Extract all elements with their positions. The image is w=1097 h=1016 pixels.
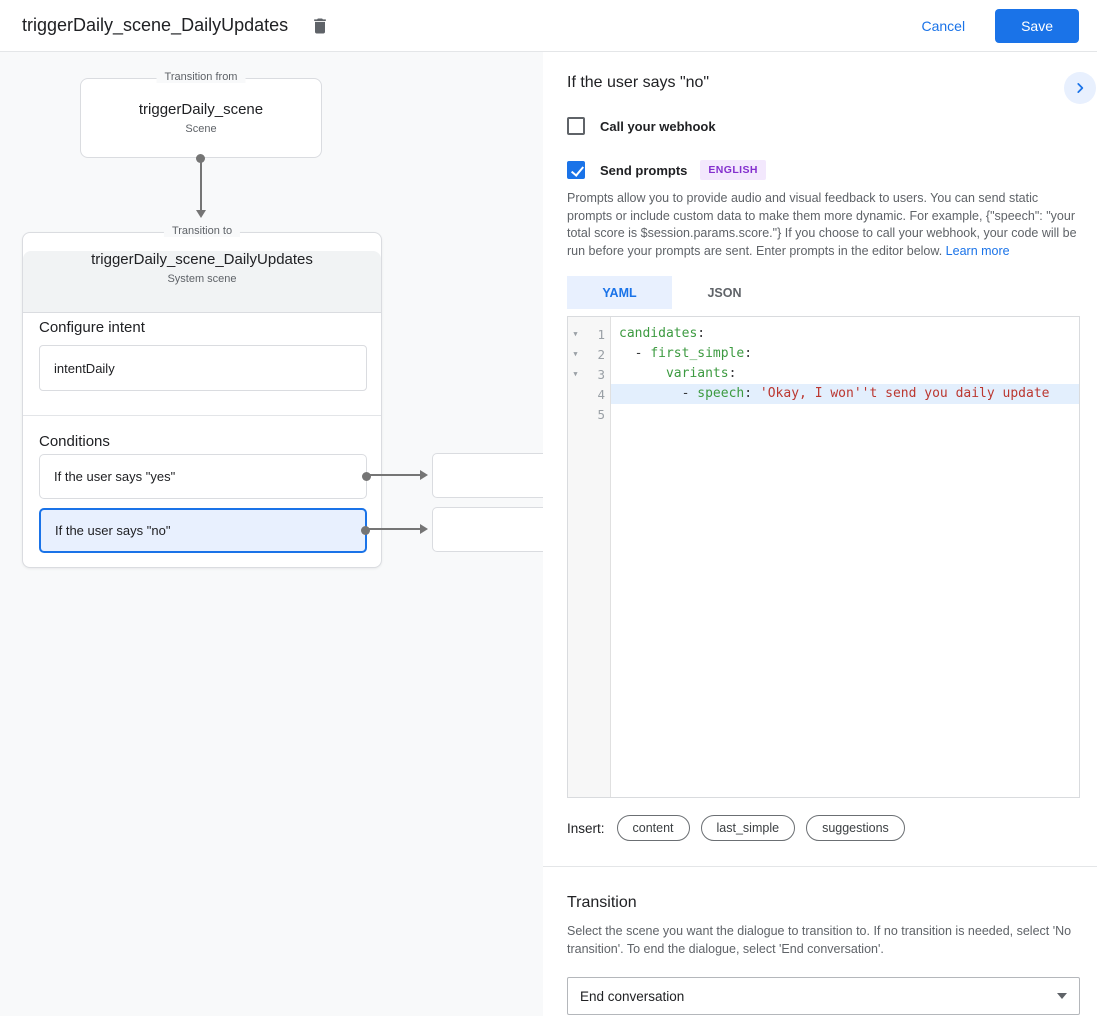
conditions-heading: Conditions [39, 433, 110, 450]
transition-target-node[interactable] [432, 507, 543, 552]
tab-yaml[interactable]: YAML [567, 276, 672, 309]
scene-subtitle: System scene [167, 273, 237, 285]
chevron-right-icon [1073, 81, 1087, 95]
language-badge: ENGLISH [700, 160, 766, 180]
delete-scene-button[interactable] [306, 12, 334, 40]
insert-toolbar: Insert: content last_simple suggestions [567, 815, 1080, 841]
scene-title: triggerDaily_scene_DailyUpdates [91, 251, 313, 268]
transition-heading: Transition [567, 894, 637, 911]
prompt-code-editor[interactable]: ▼ 1 ▼ 2 ▼ 3 ▼ 4 ▼ 5 [567, 316, 1080, 798]
connector-dot [362, 472, 371, 481]
line-number: 3 [597, 366, 605, 382]
call-webhook-label: Call your webhook [600, 118, 716, 134]
transition-selected-value: End conversation [580, 988, 685, 1004]
code-line-highlighted: - speech: 'Okay, I won''t send you daily… [611, 384, 1079, 404]
yaml-punct: : [697, 326, 706, 341]
transition-select[interactable]: End conversation [567, 977, 1080, 1015]
yaml-string: 'Okay, I won''t send you daily update [759, 386, 1050, 401]
fold-icon[interactable]: ▼ [573, 350, 578, 358]
tab-json[interactable]: JSON [672, 276, 777, 309]
editor-format-tabs: YAML JSON [567, 276, 1080, 309]
condition-editor-panel: If the user says "no" Call your webhook … [543, 52, 1097, 1016]
gutter-row: ▼ 2 [568, 344, 610, 364]
section-divider [543, 866, 1097, 867]
gutter-row: ▼ 1 [568, 324, 610, 344]
code-line: candidates: [611, 324, 1079, 344]
yaml-punct [619, 366, 666, 381]
transition-from-node[interactable]: Transition from triggerDaily_scene Scene [80, 71, 322, 158]
top-bar: triggerDaily_scene_DailyUpdates Cancel S… [0, 0, 1097, 52]
insert-content-button[interactable]: content [616, 815, 690, 841]
line-number: 2 [597, 346, 605, 362]
send-prompts-checkbox[interactable] [567, 161, 585, 179]
condition-item-yes[interactable]: If the user says "yes" [39, 454, 371, 499]
fold-icon[interactable]: ▼ [573, 370, 578, 378]
intent-item[interactable]: intentDaily [39, 345, 367, 391]
code-line: - first_simple: [611, 344, 1079, 364]
cancel-button[interactable]: Cancel [921, 17, 966, 34]
send-prompts-row: Send prompts ENGLISH [567, 160, 1080, 180]
scene-card-header[interactable]: triggerDaily_scene_DailyUpdates System s… [23, 251, 381, 313]
gutter-row: ▼ 4 [568, 384, 610, 404]
yaml-punct: : [744, 386, 760, 401]
from-scene-title: triggerDaily_scene [138, 101, 264, 118]
transition-from-legend: Transition from [156, 71, 246, 83]
dropdown-caret-icon [1057, 993, 1067, 999]
collapse-panel-button[interactable] [1064, 72, 1096, 104]
insert-suggestions-button[interactable]: suggestions [806, 815, 905, 841]
yaml-key: speech [697, 386, 745, 401]
condition-label: If the user says "no" [55, 523, 171, 538]
intent-name: intentDaily [54, 360, 115, 376]
yaml-punct: - [619, 386, 698, 401]
yaml-punct: : [744, 346, 753, 361]
gutter-row: ▼ 5 [568, 404, 610, 424]
arrow-right-icon [366, 524, 428, 534]
editor-gutter: ▼ 1 ▼ 2 ▼ 3 ▼ 4 ▼ 5 [568, 317, 611, 797]
save-button[interactable]: Save [995, 8, 1079, 43]
card-divider [23, 415, 381, 416]
send-prompts-label: Send prompts [600, 162, 688, 178]
insert-last-simple-button[interactable]: last_simple [700, 815, 796, 841]
fold-icon[interactable]: ▼ [573, 330, 578, 338]
gutter-row: ▼ 3 [568, 364, 610, 384]
transition-to-legend: Transition to [163, 225, 241, 237]
webhook-row: Call your webhook [567, 117, 1080, 135]
transition-description: Select the scene you want the dialogue t… [567, 924, 1072, 956]
main-layout: Transition from triggerDaily_scene Scene… [0, 52, 1097, 1016]
line-number: 1 [597, 326, 605, 342]
trash-icon [310, 16, 330, 36]
line-number: 4 [597, 386, 605, 402]
transition-to-card: Transition to triggerDaily_scene_DailyUp… [22, 225, 382, 568]
connector-dot [361, 526, 370, 535]
line-number: 5 [597, 406, 605, 422]
code-line [611, 404, 1079, 424]
configure-intent-heading: Configure intent [39, 319, 145, 336]
editor-code-area[interactable]: candidates: - first_simple: variants: - … [611, 317, 1079, 797]
scene-diagram-canvas: Transition from triggerDaily_scene Scene… [0, 52, 543, 1016]
yaml-key: variants [665, 366, 729, 381]
condition-item-no[interactable]: If the user says "no" [39, 508, 370, 553]
yaml-key: first_simple [650, 346, 745, 361]
yaml-key: candidates [619, 326, 698, 341]
condition-label: If the user says "yes" [54, 469, 176, 484]
prompts-description-text: Prompts allow you to provide audio and v… [567, 191, 1077, 258]
code-line: variants: [611, 364, 1079, 384]
prompts-description: Prompts allow you to provide audio and v… [567, 190, 1080, 260]
panel-heading: If the user says "no" [567, 74, 710, 91]
learn-more-link[interactable]: Learn more [945, 243, 1010, 258]
yaml-punct: : [728, 366, 737, 381]
transition-target-node[interactable] [432, 453, 543, 498]
arrow-down-icon [196, 210, 206, 218]
insert-label: Insert: [567, 820, 605, 836]
call-webhook-checkbox[interactable] [567, 117, 585, 135]
page-title: triggerDaily_scene_DailyUpdates [22, 15, 289, 35]
yaml-punct: - [619, 346, 651, 361]
arrow-right-icon [366, 470, 428, 480]
from-scene-subtitle: Scene [185, 123, 217, 135]
connector-line [200, 158, 202, 212]
